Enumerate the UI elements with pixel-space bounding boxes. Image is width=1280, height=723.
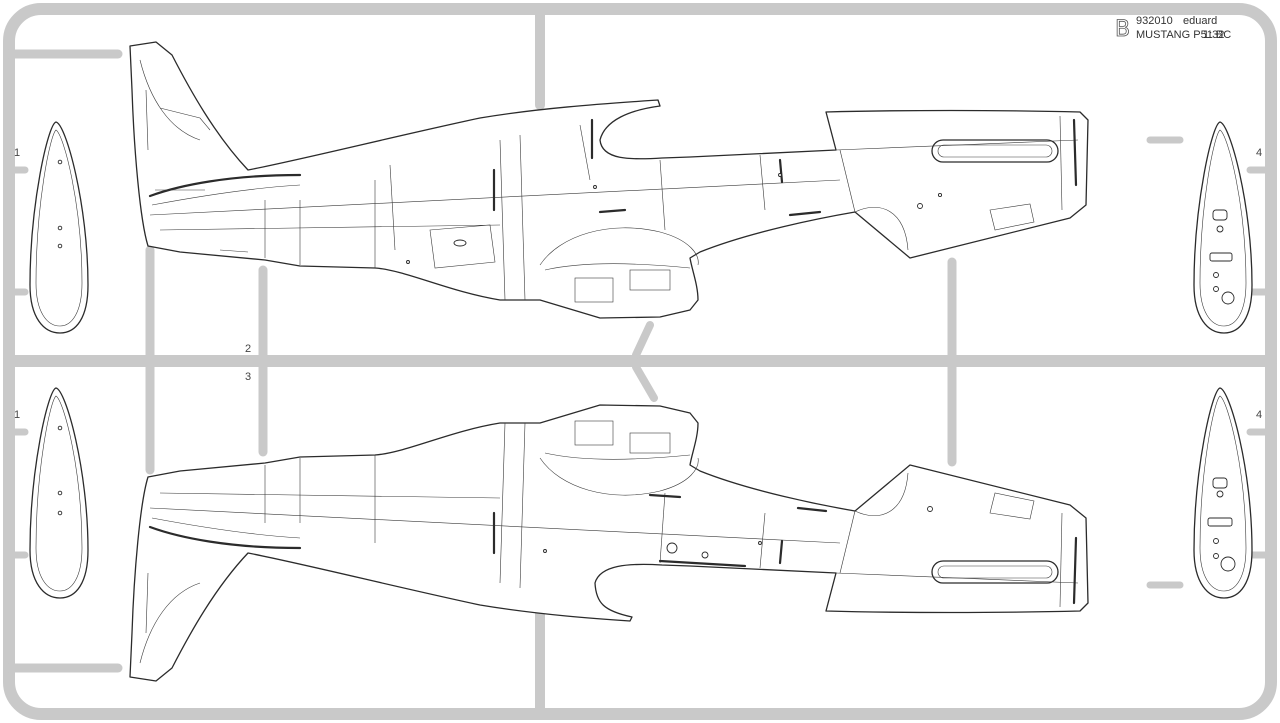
part-4-bottom-panel (1193, 387, 1253, 599)
brand-name: eduard (1183, 15, 1217, 27)
sprue-letter: B (1115, 17, 1130, 42)
part-number-1-bottom: 1 (14, 409, 20, 421)
catalog-number: 932010 (1136, 15, 1173, 27)
sprue-header: B 932010 eduard MUSTANG P51 BC 1:32 (1115, 15, 1232, 42)
part-number-1-top: 1 (14, 147, 20, 159)
part-3-fuselage-half (129, 404, 1089, 682)
part-4-top-panel (1193, 121, 1253, 334)
kit-name: MUSTANG P51 BC (1136, 29, 1231, 41)
part-1-top-panel (29, 121, 89, 334)
part-number-4-bottom: 4 (1256, 409, 1262, 421)
part-number-2: 2 (245, 343, 251, 355)
part-1-bottom-panel (29, 387, 89, 599)
part-2-fuselage-half (129, 41, 1089, 319)
part-number-4-top: 4 (1256, 147, 1262, 159)
part-number-3: 3 (245, 371, 251, 383)
runner-frame (3, 3, 1277, 720)
kit-scale: 1:32 (1203, 29, 1224, 41)
